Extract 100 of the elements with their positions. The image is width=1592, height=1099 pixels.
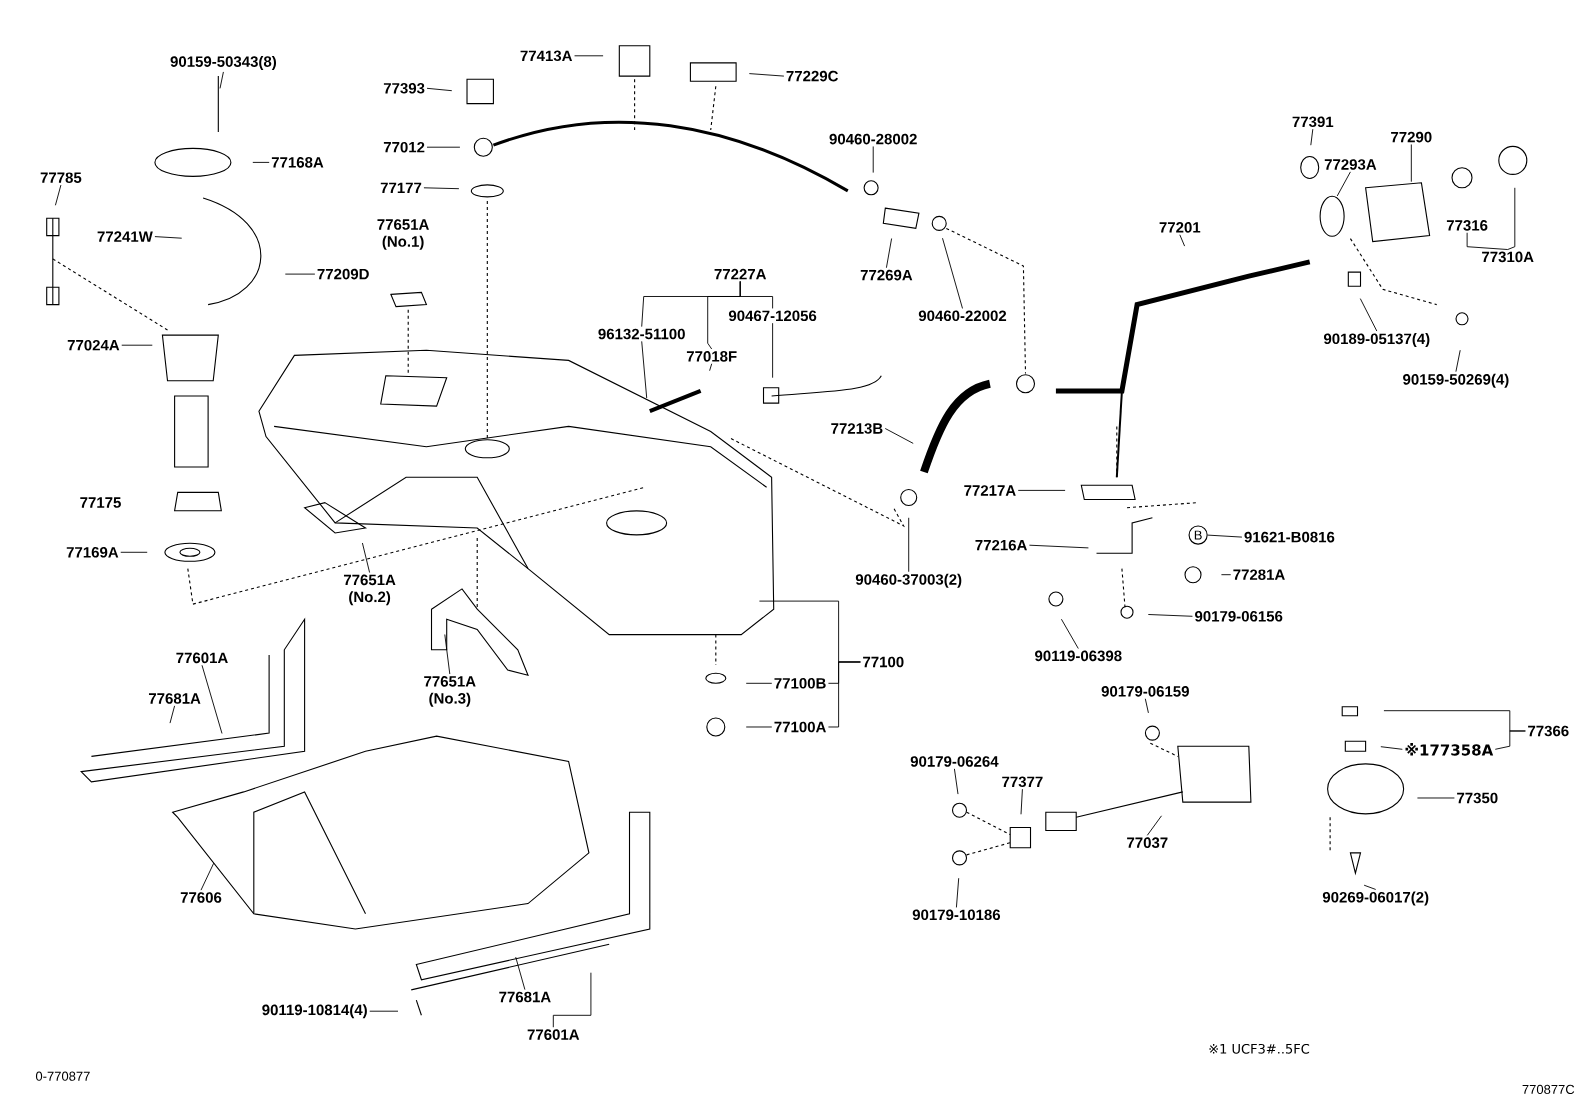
leader-line [1416, 797, 1455, 799]
part-number: 77018F [686, 351, 737, 362]
leader-line [284, 273, 316, 275]
part-number: 77377 [1002, 776, 1043, 788]
leader-line [1363, 884, 1377, 890]
part-number: 77290 [1391, 131, 1432, 143]
leader-line [423, 187, 460, 190]
leader-line [872, 146, 874, 174]
part-number: 90189-05137(4) [1323, 333, 1430, 348]
part-number: 77229C [786, 70, 839, 82]
part-number: 77601A [527, 1029, 580, 1040]
leader-line [1146, 815, 1162, 836]
leader-line [745, 682, 773, 684]
leader-line [942, 237, 963, 309]
leader-line [1147, 614, 1193, 617]
leader-line [1179, 234, 1186, 247]
leader-line [745, 726, 773, 728]
leader-line [1380, 746, 1403, 750]
part-number: 77681A [499, 991, 551, 1003]
part-number: 90269-06017(2) [1322, 891, 1429, 906]
leader-line [252, 161, 270, 163]
part-number: 77216A [975, 539, 1027, 551]
leader-line [1310, 128, 1314, 146]
part-number: 77209D [317, 268, 369, 280]
leader-line [120, 551, 148, 553]
leader-line [772, 322, 774, 379]
leader-line [709, 363, 713, 372]
part-number: 77316 [1446, 220, 1488, 231]
leader-line [552, 972, 592, 1028]
leader-line [739, 280, 774, 309]
part-number: 77785 [40, 172, 82, 183]
leader-line [1455, 349, 1461, 373]
leader-line [1017, 489, 1066, 491]
part-number: 90467-12056 [728, 310, 817, 322]
part-number: 90460-28002 [829, 133, 917, 145]
leader-line [955, 877, 960, 908]
part-number: 77227A [714, 268, 767, 280]
part-number: 77651A (No.1) [377, 219, 429, 250]
leader-line [1060, 618, 1079, 649]
leader-line [641, 340, 648, 399]
part-number: 77310A [1482, 251, 1534, 263]
leader-line [1466, 232, 1509, 250]
part-number: 77366 [1528, 725, 1569, 737]
part-number: 77168A [271, 157, 324, 168]
part-number: 77037 [1127, 837, 1168, 848]
leader-line [574, 55, 604, 57]
leader-line [515, 956, 526, 991]
leader-line [121, 344, 153, 346]
part-number: 90159-50343(8) [170, 55, 276, 70]
part-number: 77281A [1233, 569, 1285, 580]
leader-line [169, 705, 176, 724]
part-number: 77024A [67, 339, 120, 351]
part-number: 77100A [774, 721, 826, 733]
part-number: 90179-10186 [912, 909, 1001, 921]
part-number: 77393 [383, 82, 425, 94]
part-number: 77293A [1324, 159, 1377, 170]
part-number: 77681A [149, 693, 201, 704]
part-number: 77413A [520, 50, 573, 62]
part-number: 77213B [831, 423, 883, 434]
leader-line [1494, 730, 1526, 750]
part-number: 90119-10814(4) [262, 1004, 367, 1019]
part-number: 90179-06156 [1195, 611, 1283, 622]
leader-line [1220, 574, 1232, 576]
part-number: 77175 [80, 497, 121, 508]
leader-line [908, 517, 910, 573]
leader-line [885, 238, 893, 269]
leader-line [361, 542, 371, 573]
leader-line [1207, 534, 1243, 538]
part-number: 90159-50269(4) [1403, 373, 1509, 388]
part-number: 77012 [383, 141, 425, 153]
leader-line [54, 184, 62, 206]
part-number: 77217A [964, 485, 1016, 496]
part-number: 90179-06159 [1101, 686, 1189, 697]
leader-line [154, 236, 183, 239]
leader-line [200, 862, 215, 891]
part-number: 90460-37003(2) [855, 573, 962, 588]
leader-line [201, 664, 223, 734]
leader-line [1507, 187, 1516, 250]
leader-line [953, 768, 959, 795]
part-number: 77601A [176, 652, 228, 664]
leader-line [426, 146, 461, 148]
leader-line [1336, 171, 1351, 197]
leader-line [1020, 788, 1023, 815]
leader-line [884, 428, 914, 444]
note-text: 770877C [1522, 1084, 1575, 1094]
note-text: ※1 UCF3#..5FC [1209, 1043, 1310, 1054]
part-number: 90119-06398 [1035, 650, 1122, 662]
leader-line [426, 87, 453, 92]
leader-line [1410, 144, 1412, 183]
part-number: 77241W [97, 231, 153, 242]
part-number: 77350 [1457, 792, 1498, 804]
part-number: 77169A [66, 547, 119, 558]
part-number: 77100 [863, 656, 904, 668]
part-number: 77606 [180, 892, 222, 903]
part-number: 91621-B0816 [1244, 531, 1335, 543]
leader-line [1359, 298, 1378, 332]
part-number: 77269A [860, 269, 913, 281]
part-number: 77651A (No.2) [344, 574, 396, 606]
leader-line [444, 634, 451, 675]
leader-line [219, 71, 224, 89]
